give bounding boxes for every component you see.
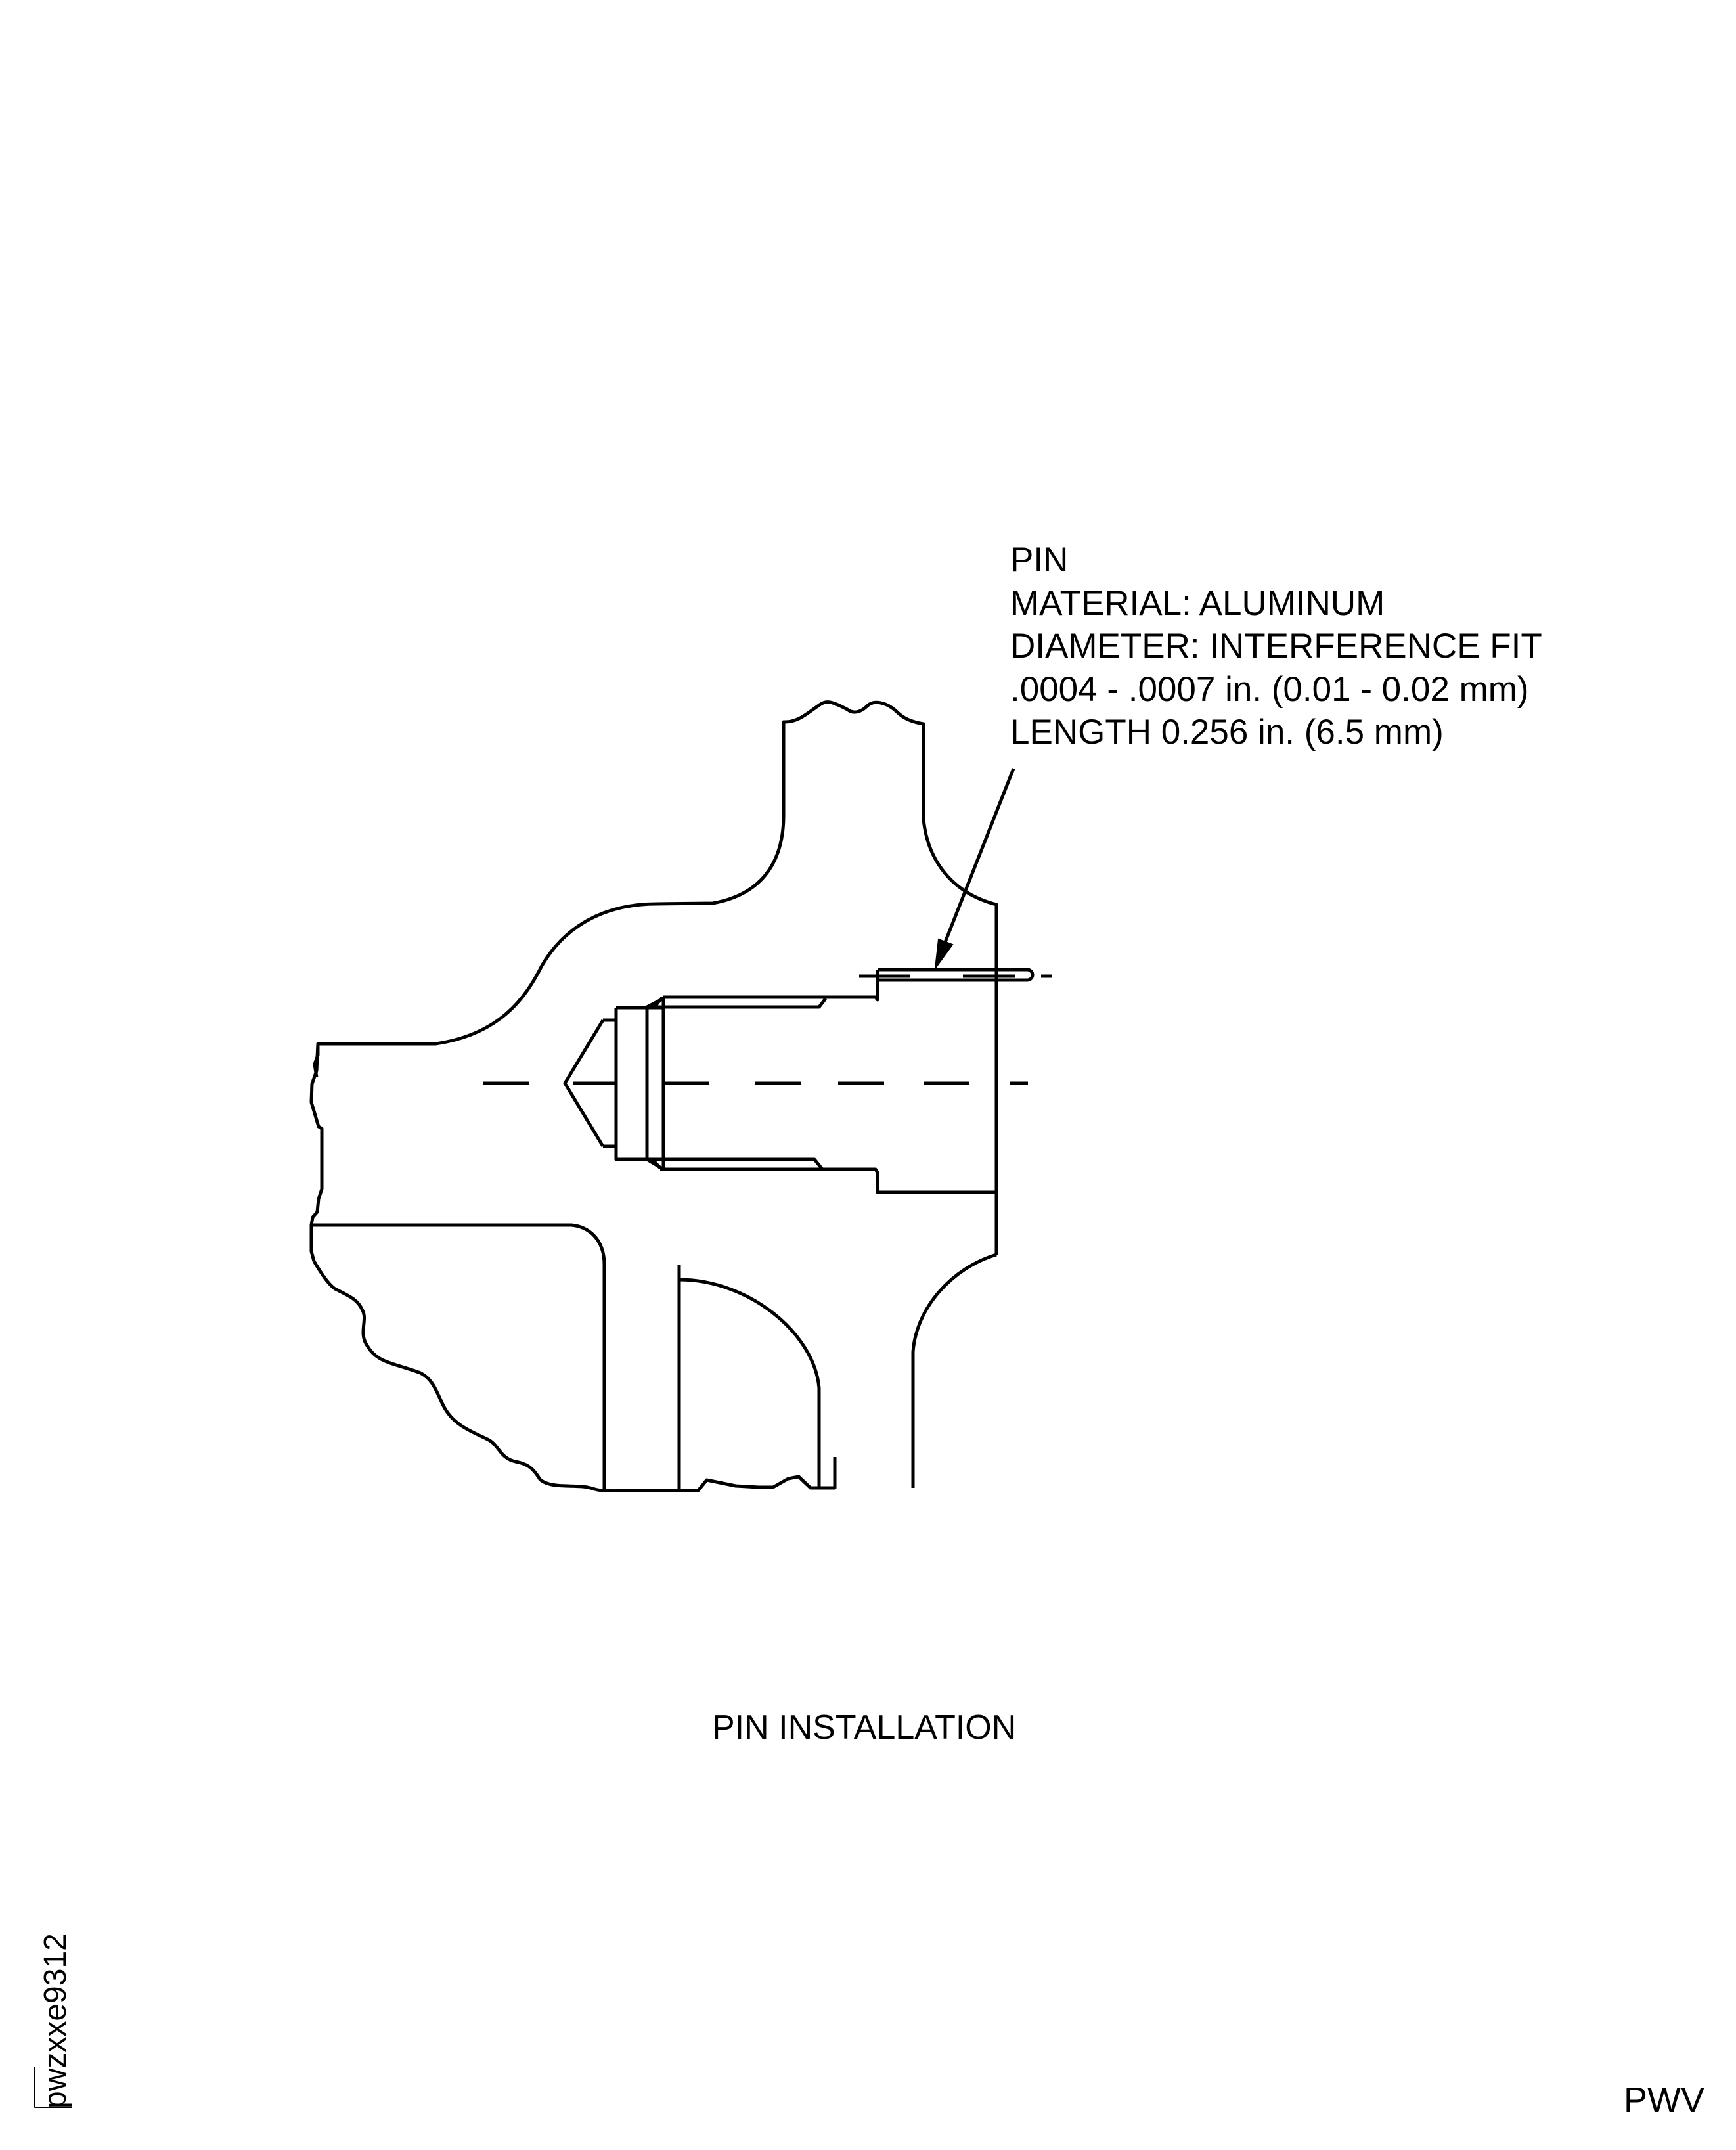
callout-line-tolerance: .0004 - .0007 in. (0.01 - 0.02 mm) (1010, 669, 1529, 709)
figure-id: pwzxxe9312 (38, 1933, 73, 2109)
bore-bottom (647, 1157, 996, 1194)
parting-line (311, 1223, 606, 1490)
housing-right-lower-fillet (911, 1253, 997, 1488)
pin-callout: PIN MATERIAL: ALUMINUM DIAMETER: INTERFE… (1010, 539, 1542, 754)
pin-outline (878, 968, 1035, 982)
corner-code: PWV (1624, 2080, 1705, 2120)
callout-leader-line (939, 768, 1015, 954)
figure-id-bracket (34, 2067, 72, 2108)
callout-line-diameter: DIAMETER: INTERFERENCE FIT (1010, 627, 1542, 665)
drill-cone (563, 1019, 605, 1148)
rib-arc (679, 1278, 821, 1487)
housing-upper-contour (313, 700, 998, 1255)
bore-top-inner (646, 997, 827, 1009)
leader-arrowhead-icon (934, 938, 954, 971)
callout-line-material: MATERIAL: ALUMINUM (1010, 583, 1385, 623)
callout-line-part: PIN (1010, 541, 1069, 579)
bore-outline (663, 970, 879, 1002)
housing-bottom-edge (615, 1457, 837, 1492)
callout-line-length: LENGTH 0.256 in. (6.5 mm) (1010, 713, 1444, 751)
figure-caption: PIN INSTALLATION (712, 1709, 1017, 1747)
housing-lower-break-edge (312, 1260, 615, 1493)
